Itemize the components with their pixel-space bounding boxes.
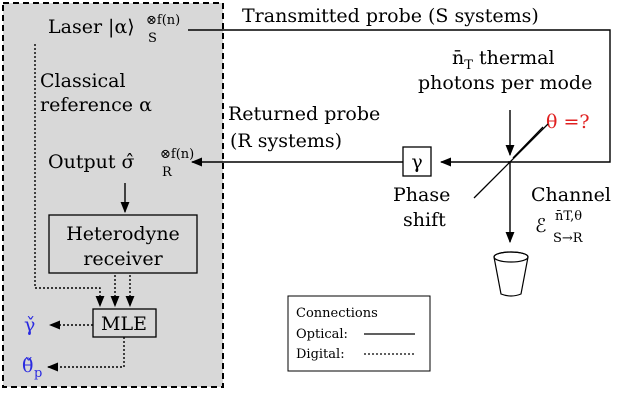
transceiver-panel xyxy=(2,2,224,388)
channel-label: Channel xyxy=(531,184,611,206)
returned-label-1: Returned probe xyxy=(228,103,380,125)
legend-title: Connections xyxy=(296,306,378,321)
output-sub: R xyxy=(162,165,173,180)
thermal-label-2: photons per mode xyxy=(418,72,592,94)
channel-symbol: ℰ xyxy=(535,215,547,237)
mle-to-theta xyxy=(46,337,125,372)
thermal-label-1: n̄T thermal xyxy=(452,47,555,73)
beam-splitter xyxy=(473,123,549,199)
output-sup: ⊗f(n) xyxy=(160,147,194,162)
laser-sub: S xyxy=(148,31,157,46)
theta-estimate: θ̌ xyxy=(22,355,33,377)
classical-label-2: reference α xyxy=(40,94,152,116)
transmitted-path xyxy=(188,29,611,163)
channel-sub: S→R xyxy=(553,231,584,246)
transmitted-label: Transmitted probe (S systems) xyxy=(242,5,539,27)
classical-label-1: Classical xyxy=(40,70,126,92)
output-label: Output σ̂ xyxy=(48,151,135,173)
phase-shift-box xyxy=(402,146,432,177)
heterodyne-label-2: receiver xyxy=(83,248,163,270)
legend-optical-label: Optical: xyxy=(296,327,348,342)
theta-pointer xyxy=(512,126,544,159)
classical-reference-path xyxy=(34,44,105,308)
heterodyne-label-1: Heterodyne xyxy=(66,223,180,245)
phase-shift-symbol: γ xyxy=(411,151,422,173)
phase-label-1: Phase xyxy=(393,184,450,206)
phase-label-2: shift xyxy=(403,209,446,231)
gamma-estimate: γ̌ xyxy=(24,314,35,336)
theta-unknown: θ =? xyxy=(546,111,590,133)
theta-estimate-sub: p xyxy=(34,366,42,381)
heterodyne-box xyxy=(48,214,198,274)
laser-sup: ⊗f(n) xyxy=(146,13,180,28)
mle-label: MLE xyxy=(101,313,147,335)
bucket-icon xyxy=(493,251,529,297)
legend-digital-label: Digital: xyxy=(296,347,345,362)
returned-label-2: (R systems) xyxy=(230,130,342,152)
channel-sup: n̄T,θ xyxy=(555,209,582,224)
laser-label: Laser |α⟩ xyxy=(48,16,135,38)
